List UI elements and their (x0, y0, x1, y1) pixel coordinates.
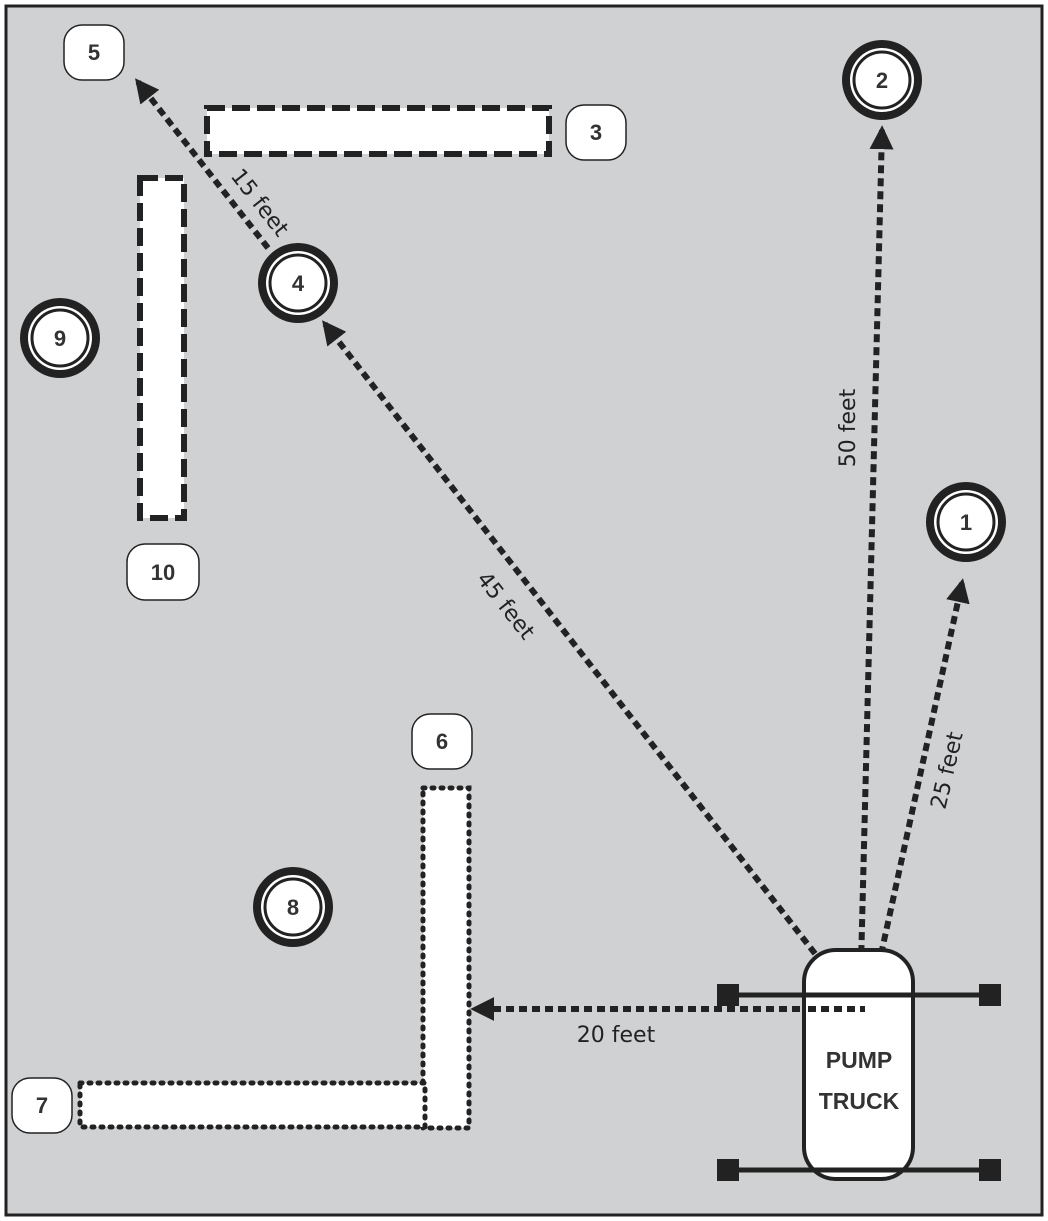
outrigger-pad (717, 1159, 739, 1181)
marker-label-3: 3 (590, 120, 602, 145)
truck-label-line2: TRUCK (819, 1088, 900, 1114)
marker-label-7: 7 (36, 1093, 48, 1118)
circle-marker-4: 4 (258, 243, 338, 323)
box-marker-3: 3 (565, 104, 627, 161)
truck-body (802, 948, 915, 1181)
outrigger-pad (979, 1159, 1001, 1181)
dotted-area-6 (420, 785, 472, 1131)
circle-marker-8: 8 (253, 867, 333, 947)
line-to-5 (135, 78, 271, 250)
marker-label-5: 5 (88, 40, 100, 65)
truck-label-line1: PUMP (826, 1047, 892, 1073)
circle-marker-2: 2 (842, 40, 922, 120)
marker-label-1: 1 (960, 510, 972, 535)
marker-label-8: 8 (287, 895, 299, 920)
line-to-1 (867, 578, 970, 1006)
box-marker-5: 5 (63, 24, 125, 81)
line-to-4 (322, 320, 858, 1007)
circle-marker-1: 1 (926, 482, 1006, 562)
outrigger-pad (717, 984, 739, 1006)
marker-label-6: 6 (436, 729, 448, 754)
box-marker-7: 7 (11, 1077, 73, 1134)
marker-label-2: 2 (876, 68, 888, 93)
marker-label-9: 9 (54, 326, 66, 351)
box-marker-6: 6 (411, 713, 473, 770)
dashed-area-3 (204, 105, 552, 157)
distance-label-2: 50 feet (836, 388, 861, 467)
dashed-area-10 (137, 175, 187, 521)
distance-label-6: 20 feet (577, 1023, 656, 1048)
outrigger-pad (979, 984, 1001, 1006)
box-marker-10: 10 (126, 543, 200, 601)
circle-marker-9: 9 (20, 298, 100, 378)
marker-label-10: 10 (151, 560, 175, 585)
line-to-2 (857, 125, 894, 1006)
marker-label-4: 4 (292, 271, 305, 296)
dotted-area-7 (77, 1080, 428, 1130)
pump-truck: PUMP TRUCK (717, 948, 1001, 1181)
